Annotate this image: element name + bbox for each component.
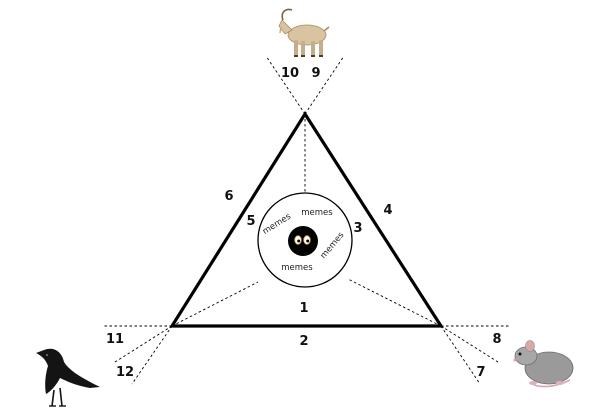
left-inner-dashed-line [171,281,259,327]
rat-icon [513,340,574,388]
region-number-4: 4 [383,203,392,218]
black-blob-icon [288,226,318,256]
top-left-dashed-ray [265,55,306,115]
right-lower-dashed-ray [440,325,499,363]
region-number-6: 6 [224,189,233,204]
crow-icon [36,348,100,407]
right-steep-dashed-ray [440,325,481,385]
region-number-9: 9 [311,66,320,81]
left-lower-dashed-ray [114,325,173,363]
main-triangle [169,111,444,328]
region-number-8: 8 [492,332,501,347]
region-number-3: 3 [353,221,362,236]
left-steep-dashed-ray [131,325,173,385]
region-number-1: 1 [299,301,308,316]
region-number-11: 11 [106,332,124,347]
region-number-7: 7 [476,365,485,380]
memes-label-bottom: memes [281,263,313,273]
right-inner-dashed-line [347,278,442,327]
region-number-2: 2 [299,334,308,349]
region-number-5: 5 [246,214,255,229]
top-right-dashed-ray [304,55,345,115]
region-number-10: 10 [281,66,299,81]
region-number-12: 12 [116,365,134,380]
memes-label-top: memes [301,208,333,218]
goat-icon [278,8,330,57]
